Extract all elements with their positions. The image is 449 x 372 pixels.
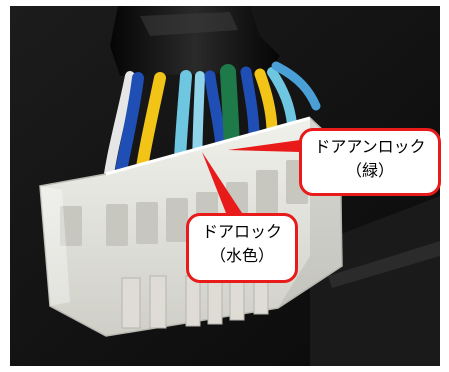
door-unlock-color: （緑） bbox=[345, 161, 394, 180]
door-unlock-callout: ドアアンロック （緑） bbox=[299, 128, 441, 196]
wire-light-blue-4 bbox=[271, 61, 321, 111]
door-lock-callout: ドアロック （水色） bbox=[186, 213, 298, 283]
background-panel bbox=[310, 196, 440, 366]
tape-highlight bbox=[140, 12, 238, 36]
door-unlock-label: ドアアンロック bbox=[314, 137, 426, 156]
door-lock-color: （水色） bbox=[209, 246, 274, 265]
door-lock-label: ドアロック bbox=[201, 222, 282, 241]
background-edge bbox=[328, 241, 440, 288]
wire-light-blue-3 bbox=[267, 67, 297, 129]
wire-blue-3 bbox=[240, 66, 260, 142]
